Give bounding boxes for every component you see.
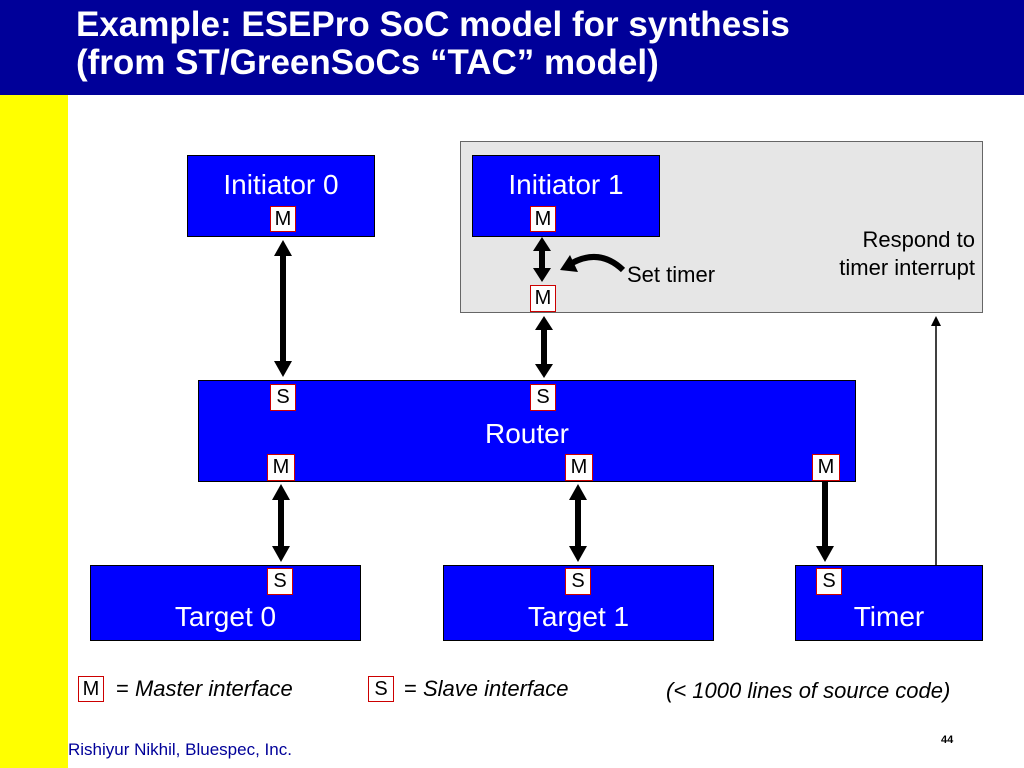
page-number: 44 [941, 734, 954, 746]
target0-label: Target 0 [174, 601, 277, 632]
timer-block: Timer [795, 565, 983, 641]
legend-slave-symbol: S [368, 676, 394, 702]
title-bar: Example: ESEPro SoC model for synthesis … [0, 0, 1024, 95]
timer-interrupt-arrow [931, 316, 941, 565]
target0-block: Target 0 [90, 565, 361, 641]
arrow-router-timer [816, 482, 834, 562]
footer-author: Rishiyur Nikhil, Bluespec, Inc. [68, 740, 292, 759]
target0-slave-port: S [267, 568, 293, 595]
initiator1-label: Initiator 1 [508, 169, 624, 200]
respond-note: Respond to timer interrupt [800, 226, 975, 282]
initiator1-proxy-master-port: M [530, 285, 556, 312]
left-sidebar [0, 95, 68, 768]
initiator0-master-port: M [270, 206, 296, 232]
initiator1-master-port: M [530, 206, 556, 232]
respond-line-2: timer interrupt [839, 255, 975, 280]
initiator0-label: Initiator 0 [223, 169, 339, 200]
slide-title: Example: ESEPro SoC model for synthesis … [76, 6, 790, 82]
router-master-port-1: M [267, 454, 295, 481]
title-line-2: (from ST/GreenSoCs “TAC” model) [76, 43, 659, 82]
router-label: Router [484, 418, 570, 449]
code-size-note: (< 1000 lines of source code) [666, 678, 951, 703]
legend-master-symbol: M [78, 676, 104, 702]
target1-slave-port: S [565, 568, 591, 595]
target1-label: Target 1 [527, 601, 630, 632]
arrow-initiator1-proxy [533, 237, 551, 282]
title-line-1: Example: ESEPro SoC model for synthesis [76, 5, 790, 44]
legend-master-equals: = [116, 676, 135, 701]
legend-master-desc: Master interface [134, 676, 293, 701]
legend-slave-equals: = [404, 676, 423, 701]
router-block: Router [198, 380, 856, 482]
legend-slave-text: = Slave interface [404, 676, 569, 702]
arrow-router-target1 [569, 484, 587, 562]
initiator1-block: Initiator 1 [472, 155, 660, 237]
legend-slave-desc: Slave interface [422, 676, 569, 701]
set-timer-note: Set timer [627, 262, 716, 287]
router-master-port-2: M [565, 454, 593, 481]
respond-line-1: Respond to [862, 227, 975, 252]
arrow-router-target0 [272, 484, 290, 562]
router-slave-port-1: S [270, 384, 296, 411]
timer-slave-port: S [816, 568, 842, 595]
set-timer-arrow [560, 253, 626, 273]
arrow-proxy-router [535, 316, 553, 378]
timer-label: Timer [853, 601, 925, 632]
legend-master-text: = Master interface [116, 676, 293, 702]
router-master-port-3: M [812, 454, 840, 481]
target1-block: Target 1 [443, 565, 714, 641]
arrow-initiator0-router [274, 240, 292, 377]
router-slave-port-2: S [530, 384, 556, 411]
